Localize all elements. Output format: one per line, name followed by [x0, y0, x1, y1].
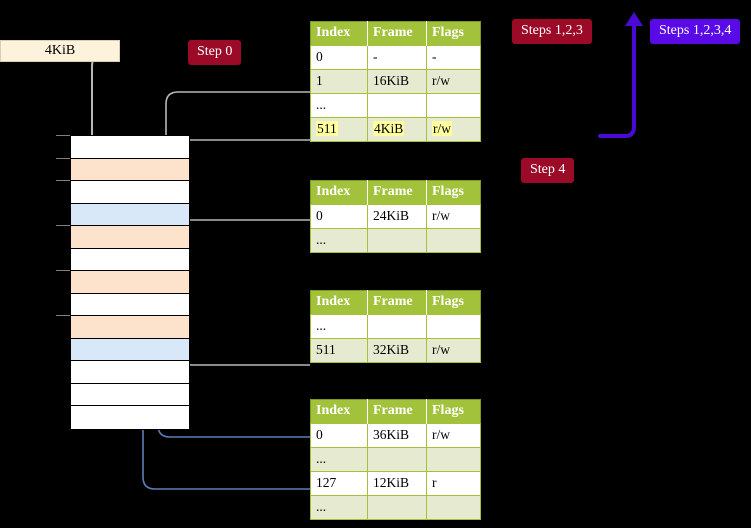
table-cell: [367, 314, 427, 339]
table-cell: 32KiB: [367, 338, 427, 363]
column-header-flags: Flags: [426, 21, 481, 46]
badge-steps-1-2-3-4: Steps 1,2,3,4: [650, 19, 741, 44]
table-row: ...: [310, 495, 481, 520]
table-row: 0--: [310, 45, 481, 70]
memory-size-label: 4KiB: [0, 40, 120, 62]
table-cell: 511: [310, 338, 368, 363]
highlighted-value: 4KiB: [373, 121, 405, 136]
table-cell: [367, 228, 427, 253]
table-row: ...: [310, 314, 481, 339]
column-header-frame: Frame: [367, 290, 427, 315]
table-cell: [426, 93, 481, 118]
table-cell: r/w: [426, 338, 481, 363]
table-cell: 0: [310, 45, 368, 70]
table-cell: 511: [310, 117, 368, 142]
memory-row-tick: [56, 135, 70, 136]
table-cell: r/w: [426, 117, 481, 142]
memory-frame-row: [71, 136, 189, 159]
table-cell: -: [426, 45, 481, 70]
table-row: ...: [310, 447, 481, 472]
table-cell: ...: [310, 314, 368, 339]
column-header-index: Index: [310, 290, 368, 315]
column-header-index: Index: [310, 21, 368, 46]
memory-frame-row: [71, 383, 189, 406]
column-header-index: Index: [310, 180, 368, 205]
table-cell: ...: [310, 228, 368, 253]
table-row: ...: [310, 93, 481, 118]
table-cell: 4KiB: [367, 117, 427, 142]
table-cell: r/w: [426, 423, 481, 448]
memory-row-tick: [56, 270, 70, 271]
table-cell: [426, 495, 481, 520]
table-cell: r/w: [426, 204, 481, 229]
table-cell: 24KiB: [367, 204, 427, 229]
memory-frame-row: [71, 406, 189, 429]
table-row: 511 4KiB r/w: [310, 117, 481, 142]
column-header-flags: Flags: [426, 399, 481, 424]
table-cell: [367, 447, 427, 472]
memory-frame-row: [71, 203, 189, 226]
memory-frame-row: [71, 158, 189, 181]
highlighted-value: 511: [316, 121, 338, 136]
table-cell: r/w: [426, 69, 481, 94]
table-cell: 127: [310, 471, 368, 496]
memory-frame-row: [71, 316, 189, 339]
table-cell: 36KiB: [367, 423, 427, 448]
column-header-index: Index: [310, 399, 368, 424]
table-cell: 0: [310, 423, 368, 448]
memory-frame-row: [71, 248, 189, 271]
column-header-frame: Frame: [367, 180, 427, 205]
table-cell: [367, 495, 427, 520]
table-cell: [426, 228, 481, 253]
badge-step-0: Step 0: [188, 40, 242, 65]
table-cell: ...: [310, 495, 368, 520]
memory-frame-row: [71, 293, 189, 316]
table-row: ...: [310, 228, 481, 253]
table-cell: 1: [310, 69, 368, 94]
table-cell: [426, 314, 481, 339]
highlighted-value: r/w: [432, 121, 452, 136]
physical-memory-column: [70, 135, 190, 430]
memory-row-tick: [56, 225, 70, 226]
table-cell: -: [367, 45, 427, 70]
memory-frame-row: [71, 271, 189, 294]
column-header-frame: Frame: [367, 21, 427, 46]
memory-row-tick: [56, 180, 70, 181]
table-cell: [367, 93, 427, 118]
memory-frame-row: [71, 361, 189, 384]
table-cell: 12KiB: [367, 471, 427, 496]
memory-frame-row: [71, 181, 189, 204]
table-cell: 16KiB: [367, 69, 427, 94]
memory-frame-row: [71, 226, 189, 249]
column-header-flags: Flags: [426, 180, 481, 205]
column-header-flags: Flags: [426, 290, 481, 315]
column-header-frame: Frame: [367, 399, 427, 424]
memory-row-tick: [56, 157, 70, 159]
table-cell: 0: [310, 204, 368, 229]
badge-steps-1-2-3: Steps 1,2,3: [512, 19, 592, 44]
table-cell: ...: [310, 93, 368, 118]
table-cell: ...: [310, 447, 368, 472]
badge-step-4: Step 4: [521, 158, 575, 183]
table-cell: [426, 447, 481, 472]
memory-frame-row: [71, 338, 189, 361]
table-cell: r: [426, 471, 481, 496]
memory-row-tick: [56, 315, 70, 316]
